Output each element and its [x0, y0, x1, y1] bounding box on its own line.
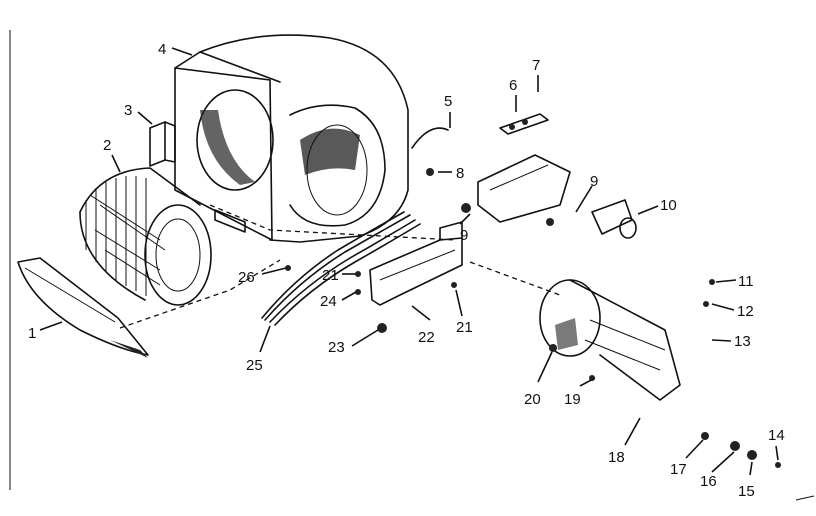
control-box — [477, 154, 571, 223]
capacitor — [591, 199, 637, 239]
callout-23: 23 — [328, 339, 345, 356]
corner-mark — [795, 495, 815, 501]
callout-12: 12 — [737, 303, 754, 320]
callout-15: 15 — [738, 483, 755, 500]
callout-9a: 9 — [460, 227, 468, 244]
callout-24: 24 — [320, 293, 337, 310]
callout-17: 17 — [670, 461, 687, 478]
motor-shaft — [469, 261, 561, 296]
guide-line — [119, 259, 281, 329]
callout-3: 3 — [124, 102, 132, 119]
callout-1: 1 — [28, 325, 36, 342]
callout-21a: 21 — [322, 267, 339, 284]
callout-10: 10 — [660, 197, 677, 214]
callout-21b: 21 — [456, 319, 473, 336]
blower-wheel — [79, 167, 212, 306]
callout-16: 16 — [700, 473, 717, 490]
wire-harness — [261, 211, 421, 326]
callout-20: 20 — [524, 391, 541, 408]
callout-4: 4 — [158, 41, 166, 58]
callout-11: 11 — [738, 273, 754, 290]
callout-22: 22 — [418, 329, 435, 346]
callout-9b: 9 — [590, 173, 598, 190]
callout-14: 14 — [768, 427, 785, 444]
wire-lead — [411, 127, 449, 149]
motor — [539, 279, 681, 401]
callout-8: 8 — [456, 165, 464, 182]
blower-housing — [174, 34, 409, 243]
callout-6: 6 — [509, 77, 517, 94]
mounting-bracket — [149, 121, 176, 167]
motor-mount-bracket — [369, 221, 463, 306]
callout-18: 18 — [608, 449, 625, 466]
callout-5: 5 — [444, 93, 452, 110]
small-hardware — [285, 168, 781, 468]
callout-26: 26 — [238, 269, 255, 286]
callout-7: 7 — [532, 57, 540, 74]
callout-25: 25 — [246, 357, 263, 374]
guide-line — [209, 204, 456, 241]
callout-19: 19 — [564, 391, 581, 408]
terminal-strip — [499, 113, 549, 135]
cutoff-plate — [17, 257, 149, 358]
leader-arrows — [39, 47, 779, 476]
callout-2: 2 — [103, 137, 111, 154]
callout-13: 13 — [734, 333, 751, 350]
